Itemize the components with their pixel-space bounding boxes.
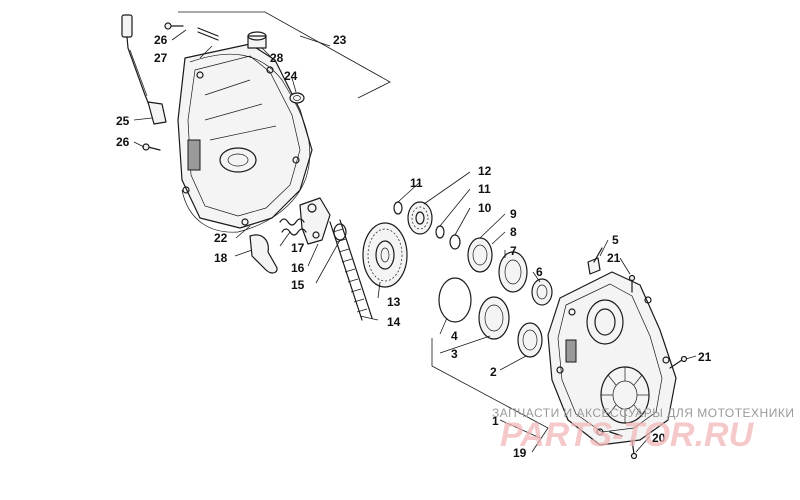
callout-23: 23 bbox=[333, 33, 347, 47]
shaft-bearing-stack bbox=[449, 234, 553, 306]
callout-5: 5 bbox=[612, 233, 619, 247]
callout-3: 3 bbox=[451, 347, 458, 361]
callout-26-bottom: 26 bbox=[116, 135, 130, 149]
upper-sprocket-stack bbox=[393, 201, 445, 239]
callout-4: 4 bbox=[451, 329, 458, 343]
chaincase-housing bbox=[547, 271, 677, 446]
callout-15: 15 bbox=[291, 278, 305, 292]
callout-9: 9 bbox=[510, 207, 517, 221]
callout-11-left: 11 bbox=[410, 176, 423, 190]
callout-20: 20 bbox=[652, 431, 666, 445]
callout-22: 22 bbox=[214, 231, 228, 245]
callout-14: 14 bbox=[387, 315, 401, 329]
chain-tensioner-parts bbox=[249, 197, 347, 274]
callout-27: 27 bbox=[154, 51, 168, 65]
callout-17: 17 bbox=[291, 241, 305, 255]
callout-18: 18 bbox=[214, 251, 228, 265]
callout-1: 1 bbox=[492, 414, 499, 428]
upper-small-hardware bbox=[142, 22, 305, 151]
callout-16: 16 bbox=[291, 261, 305, 275]
watermark-logo: PARTS-TOR.RU bbox=[500, 416, 755, 454]
leader-lines bbox=[133, 29, 697, 453]
lower-bearing-stack bbox=[438, 277, 543, 358]
watermark-caption: ЗАПЧАСТИ И АКСЕССУАРЫ ДЛЯ МОТОТЕХНИКИ bbox=[492, 406, 794, 420]
callout-10: 10 bbox=[478, 201, 492, 215]
callout-6: 6 bbox=[536, 265, 543, 279]
callout-28: 28 bbox=[270, 51, 284, 65]
callout-11-right: 11 bbox=[478, 182, 491, 196]
callout-8: 8 bbox=[510, 225, 517, 239]
chaincase-cover-assembly bbox=[177, 11, 391, 233]
callout-21-right: 21 bbox=[698, 350, 712, 364]
callout-19: 19 bbox=[513, 446, 527, 460]
drive-chain bbox=[329, 219, 373, 321]
dipstick bbox=[121, 14, 167, 125]
callout-2: 2 bbox=[490, 365, 497, 379]
callout-25: 25 bbox=[116, 114, 130, 128]
callout-21-top: 21 bbox=[607, 251, 621, 265]
callout-13: 13 bbox=[387, 295, 401, 309]
callout-24: 24 bbox=[284, 69, 298, 83]
callout-26-top: 26 bbox=[154, 33, 168, 47]
watermark: ЗАПЧАСТИ И АКСЕССУАРЫ ДЛЯ МОТОТЕХНИКИ PA… bbox=[492, 406, 794, 454]
drive-gear bbox=[362, 222, 408, 288]
callout-labels: 26 27 28 23 24 25 26 22 18 17 16 15 13 1… bbox=[116, 33, 712, 460]
housing-hardware bbox=[587, 247, 688, 460]
callout-7: 7 bbox=[510, 244, 517, 258]
callout-12: 12 bbox=[478, 164, 492, 178]
